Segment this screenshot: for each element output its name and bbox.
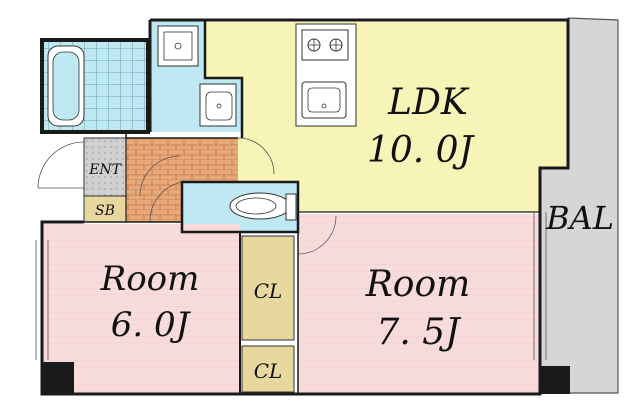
room-6j-name: Room: [100, 259, 200, 299]
ldk-name: LDK: [387, 82, 470, 123]
washroom: [150, 20, 241, 132]
closet-lower-label: CL: [254, 359, 283, 383]
washer-pan-icon: [157, 25, 199, 67]
hallway-ext: [126, 182, 182, 222]
room-7-5j-floor: [298, 214, 540, 394]
closet-upper-label: CL: [254, 279, 283, 303]
door-swing-room-6j: [149, 181, 183, 223]
windows: [35, 212, 547, 360]
shoe-box-label: SB: [95, 203, 115, 219]
kitchen-sink-icon: [301, 81, 347, 119]
ldk-size: 10. 0J: [367, 130, 476, 171]
room-7-5j: Room 7. 5J: [297, 214, 540, 394]
balcony-label: BAL: [545, 199, 614, 237]
entrance-door-swing: [37, 141, 85, 189]
room-6j: Room 6. 0J: [42, 181, 240, 394]
walls: [40, 18, 570, 396]
bathroom: [40, 38, 150, 134]
room-6j-corner: [42, 362, 74, 394]
room-6j-size: 6. 0J: [111, 305, 192, 345]
balcony-corner: [540, 366, 570, 394]
door-swing-hall: [139, 155, 181, 197]
ldk-room: LDK 10. 0J: [205, 22, 568, 212]
door-swing-ldk: [237, 137, 275, 175]
toilet-icon: [229, 192, 297, 221]
toilet-room: [182, 182, 298, 232]
washbasin-icon: [199, 83, 237, 127]
door-swing-room-7-5j: [297, 215, 337, 255]
closet-upper: CL: [241, 235, 295, 341]
entrance: ENT: [37, 137, 127, 197]
closet-lower: CL: [241, 345, 295, 393]
room-7-5j-name: Room: [365, 264, 471, 305]
shoe-box: SB: [83, 195, 127, 223]
stove-icon: [301, 29, 349, 61]
closet-upper-area: [241, 235, 295, 341]
closet-lower-area: [241, 345, 295, 393]
entrance-label: ENT: [88, 162, 122, 178]
bathtub-icon: [47, 45, 85, 127]
room-7-5j-size: 7. 5J: [376, 312, 462, 353]
room-6j-floor: [42, 224, 240, 394]
